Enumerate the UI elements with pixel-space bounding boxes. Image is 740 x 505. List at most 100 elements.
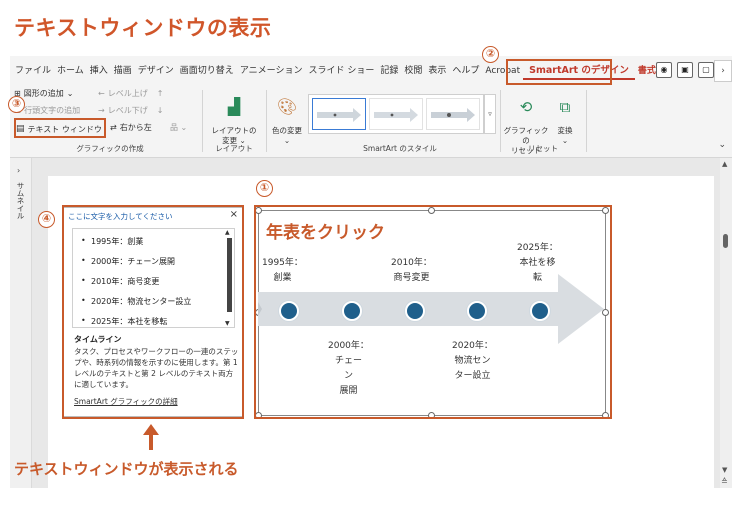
ribbon-more-button[interactable]: › [714, 60, 732, 82]
tab-help[interactable]: ヘルプ [452, 66, 480, 76]
resize-handle[interactable] [602, 207, 609, 214]
scroll-thumb[interactable] [723, 234, 728, 248]
style-thumb-1[interactable] [312, 98, 366, 130]
resize-handle[interactable] [428, 207, 435, 214]
add-shape-icon: ⊞ [14, 89, 21, 98]
resize-handle[interactable] [602, 412, 609, 419]
timeline-dot[interactable] [279, 301, 299, 321]
style-thumb-2[interactable] [369, 98, 423, 130]
group-label-styles: SmartArt のスタイル [363, 144, 437, 153]
timeline-arrow[interactable] [258, 268, 606, 350]
rtl-icon: ⇄ [110, 123, 117, 132]
resize-handle[interactable] [255, 412, 262, 419]
record-icon[interactable]: ◉ [656, 62, 672, 78]
change-layout-button[interactable]: ▟ レイアウトの 変更 ⌄ [208, 88, 260, 146]
style-thumb-3[interactable] [426, 98, 480, 130]
tab-smartart-design[interactable]: SmartArt のデザイン [523, 62, 635, 80]
org-chart-icon: 品 ⌄ [170, 123, 188, 132]
scroll-thumb[interactable] [227, 238, 232, 312]
level-down-button[interactable]: → レベル下げ ↓ [98, 105, 163, 116]
layout-description: タスク、プロセスやワークフローの一連のステップや、時系列の情報を示すのに使用しま… [74, 347, 239, 389]
tab-animations[interactable]: アニメーション [239, 66, 303, 76]
up-arrow-icon [143, 424, 159, 450]
tab-view[interactable]: 表示 [428, 66, 447, 76]
text-pane-button[interactable]: ▤ テキスト ウィンドウ [16, 122, 102, 136]
scroll-down-icon[interactable]: ▼ [722, 466, 728, 474]
close-icon[interactable]: × [229, 209, 238, 220]
level-down-label: レベル下げ [107, 106, 148, 115]
list-item[interactable]: 1995年：創業 [81, 236, 143, 247]
tab-draw[interactable]: 描画 [113, 66, 132, 76]
thumbnail-pane: › サムネイル [10, 158, 32, 488]
separator [202, 90, 203, 152]
org-layout-button[interactable]: 品 ⌄ [170, 122, 187, 133]
scroll-up-icon[interactable]: ▲ [225, 229, 230, 236]
camera-icon[interactable]: ▣ [677, 62, 693, 78]
timeline-dot[interactable] [405, 301, 425, 321]
smartart-title[interactable]: 年表をクリック [266, 223, 385, 243]
arrow-left-icon: ← [98, 89, 105, 98]
add-shape-button[interactable]: ⊞ 図形の追加 ⌄ [14, 88, 73, 99]
timeline-label-2020[interactable]: 2020年： 物流セン ター設立 [452, 341, 493, 381]
tab-slideshow[interactable]: スライド ショー [308, 66, 375, 76]
list-item[interactable]: 2010年：商号変更 [81, 276, 159, 287]
thumbnail-pane-label: サムネイル [16, 182, 25, 220]
resize-handle[interactable] [255, 207, 262, 214]
tab-format[interactable]: 書式 [637, 66, 656, 76]
collapse-ribbon-icon[interactable]: ⌄ [718, 140, 726, 150]
group-label-layout: レイアウト [215, 144, 253, 153]
add-bullet-label: 行頭文字の追加 [24, 106, 81, 115]
group-label-graphic-create: グラフィックの作成 [76, 144, 144, 153]
scroll-up-icon[interactable]: ▲ [722, 160, 728, 168]
right-to-left-button[interactable]: ⇄ 右から左 [110, 122, 152, 133]
badge-2: ② [482, 46, 499, 63]
list-item[interactable]: 2025年：本社を移転 [81, 316, 167, 327]
layout-description-title: タイムライン [74, 335, 122, 344]
change-color-button[interactable]: 🎨︎ 色の変更 ⌄ [268, 88, 306, 146]
expand-pane-icon[interactable]: › [17, 166, 21, 175]
list-item[interactable]: 2000年：チェーン展開 [81, 256, 175, 267]
gallery-more-button[interactable]: ▿ [484, 94, 496, 134]
smartart-style-gallery[interactable] [308, 94, 484, 134]
text-pane-list[interactable]: 1995年：創業 2000年：チェーン展開 2010年：商号変更 2020年：物… [72, 228, 235, 328]
tab-transitions[interactable]: 画面切り替え [179, 66, 234, 76]
timeline-dot[interactable] [467, 301, 487, 321]
reset-graphic-button[interactable]: ⟲ グラフィックの リセット [502, 88, 550, 156]
resize-handle[interactable] [602, 309, 609, 316]
callout-text: テキストウィンドウが表示される [14, 460, 239, 478]
convert-icon: ⧉ [559, 98, 571, 116]
text-pane-scrollbar[interactable]: ▲ ▼ [225, 229, 233, 327]
timeline-label-1995[interactable]: 1995年： 創業 [262, 258, 303, 283]
tab-insert[interactable]: 挿入 [89, 66, 108, 76]
arrow-right-icon: → [98, 106, 105, 115]
badge-1: ① [256, 180, 273, 197]
resize-handle[interactable] [428, 412, 435, 419]
comment-icon[interactable]: ▢ [698, 62, 714, 78]
arrow-down-icon: ↓ [156, 106, 164, 115]
tab-right-icons: ◉ ▣ ▢ [656, 62, 714, 78]
tab-home[interactable]: ホーム [57, 66, 84, 76]
rtl-label: 右から左 [119, 123, 152, 132]
layout-icon: ▟ [227, 97, 241, 116]
change-color-label: 色の変更 ⌄ [272, 126, 302, 145]
tab-record[interactable]: 記録 [380, 66, 399, 76]
tab-file[interactable]: ファイル [15, 66, 52, 76]
scroll-down-icon[interactable]: ▼ [225, 320, 230, 327]
timeline-label-2025[interactable]: 2025年： 本社を移 転 [517, 243, 558, 283]
badge-4: ④ [38, 211, 55, 228]
convert-button[interactable]: ⧉ 変換 ⌄ [550, 88, 580, 146]
vertical-scrollbar[interactable]: ▲ ▼ ≙ [720, 158, 732, 488]
timeline-dot[interactable] [342, 301, 362, 321]
timeline-label-2000[interactable]: 2000年： チェー ン 展開 [328, 341, 369, 396]
tab-acrobat[interactable]: Acrobat [485, 66, 521, 76]
smartart-details-link[interactable]: SmartArt グラフィックの詳細 [74, 397, 178, 406]
text-pane-label: テキスト ウィンドウ [27, 124, 102, 134]
level-up-button[interactable]: ← レベル上げ ↑ [98, 88, 163, 99]
timeline-label-2010[interactable]: 2010年： 商号変更 [391, 258, 432, 283]
list-item[interactable]: 2020年：物流センター設立 [81, 296, 191, 307]
tab-review[interactable]: 校閲 [404, 66, 423, 76]
ribbon: ファイル ホーム 挿入 描画 デザイン 画面切り替え アニメーション スライド … [10, 56, 732, 158]
timeline-dot[interactable] [530, 301, 550, 321]
tab-design[interactable]: デザイン [137, 66, 174, 76]
prev-slide-icon[interactable]: ≙ [721, 477, 728, 486]
